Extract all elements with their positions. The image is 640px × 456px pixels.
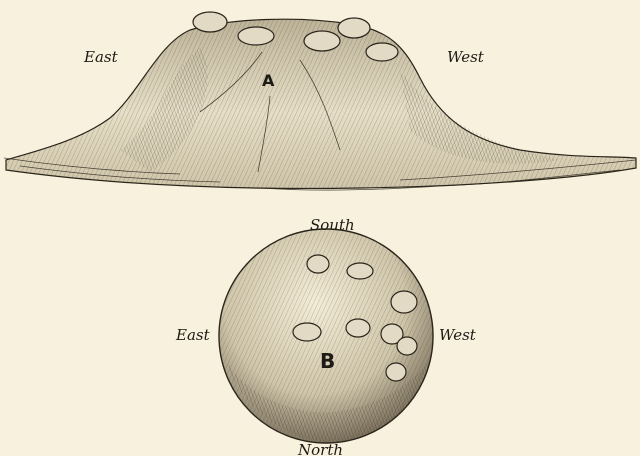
disc-letter: B (320, 349, 335, 373)
mound-top-view: South North East West B (175, 216, 477, 456)
disc-north-label: North (297, 441, 343, 456)
stone (391, 291, 417, 313)
disc-east-label: East (175, 326, 211, 344)
stone (307, 255, 329, 273)
disc-south-label: South (310, 216, 355, 234)
disc-west-label: West (439, 326, 477, 344)
stone (346, 319, 370, 337)
stone (304, 31, 340, 51)
stone (293, 323, 321, 341)
stone (366, 43, 398, 61)
stone (397, 337, 417, 355)
stone (238, 27, 274, 45)
mound-letter: A (262, 71, 275, 90)
mound-side-view: East West A (4, 12, 636, 190)
stone (338, 18, 370, 38)
stone (386, 363, 406, 381)
stone (347, 263, 373, 279)
stone (193, 12, 227, 32)
mound-west-label: West (447, 48, 485, 66)
mound-east-label: East (83, 48, 119, 66)
